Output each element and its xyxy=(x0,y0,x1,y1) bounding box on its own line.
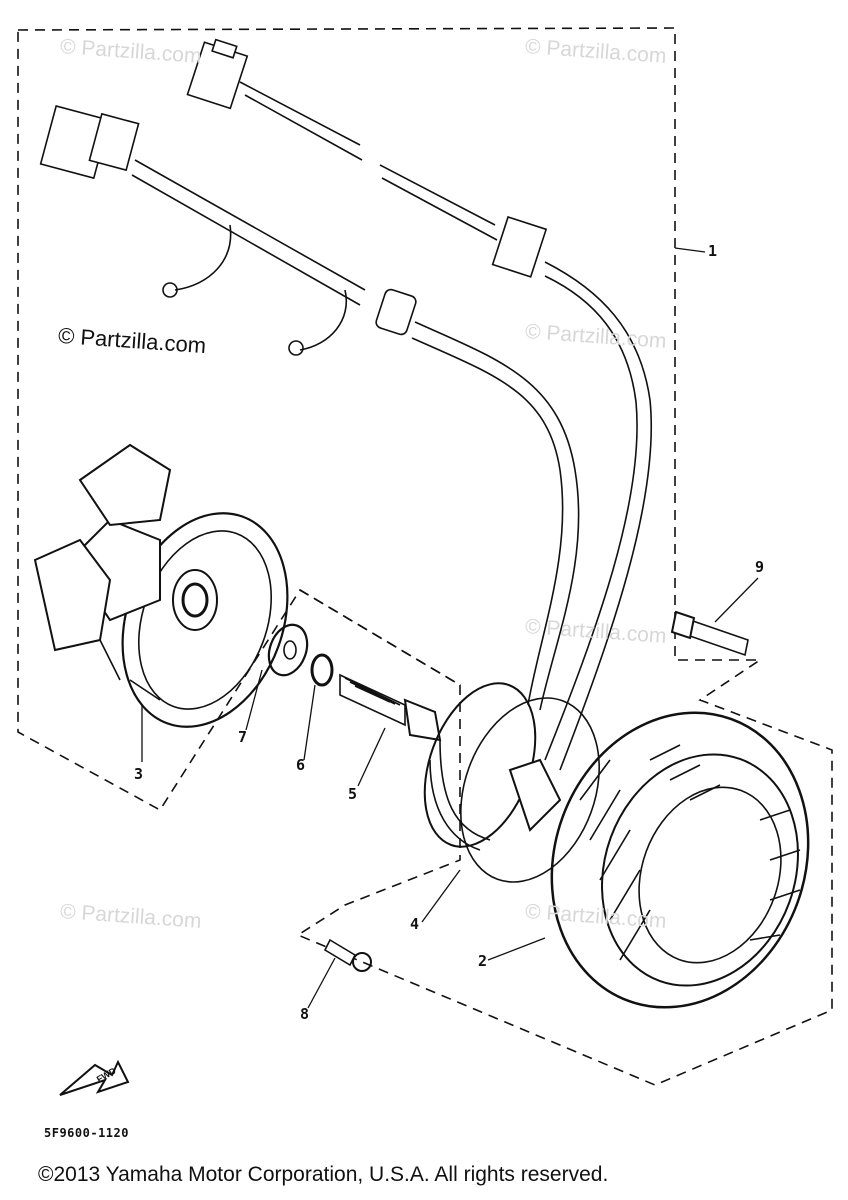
callout-9: 9 xyxy=(755,558,765,576)
diagram-code: 5F9600-1120 xyxy=(44,1126,129,1140)
screw xyxy=(323,938,372,972)
bolt-long xyxy=(670,610,749,657)
callout-1: 1 xyxy=(708,242,718,260)
callout-8: 8 xyxy=(300,1005,310,1023)
ground-terminal-2 xyxy=(288,340,304,356)
leader-lines xyxy=(141,247,759,1009)
wire-harness-lower xyxy=(39,104,580,711)
callout-5: 5 xyxy=(348,785,358,803)
stator xyxy=(550,711,810,1009)
wire-harness-upper xyxy=(186,38,653,771)
assembly-outline-bolt xyxy=(299,589,461,686)
copyright-notice: ©2013 Yamaha Motor Corporation, U.S.A. A… xyxy=(38,1163,609,1186)
washer xyxy=(267,623,309,677)
bolt xyxy=(339,673,442,742)
callout-3: 3 xyxy=(134,765,144,783)
callout-6: 6 xyxy=(296,756,306,774)
rotor-flywheel xyxy=(33,443,289,728)
callout-2: 2 xyxy=(478,952,488,970)
ground-terminal-1 xyxy=(162,282,178,298)
callout-4: 4 xyxy=(410,915,420,933)
pickup-coil xyxy=(423,682,600,883)
forward-arrow-icon xyxy=(59,1059,130,1096)
lock-washer xyxy=(310,653,334,687)
assembly-outline-main xyxy=(17,27,833,1086)
callout-7: 7 xyxy=(238,728,248,746)
